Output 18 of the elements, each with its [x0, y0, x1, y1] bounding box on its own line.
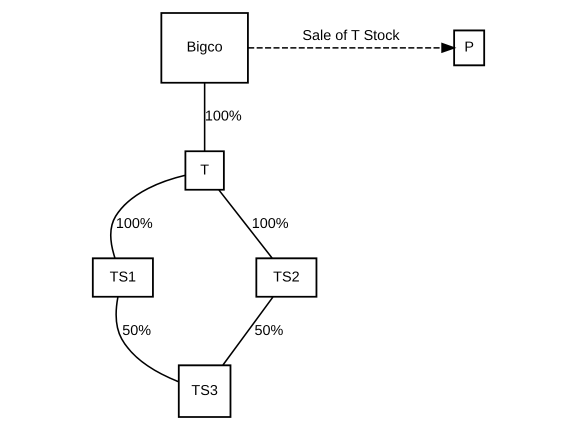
- edge-label: 100%: [252, 216, 289, 232]
- edge-label: 50%: [122, 322, 152, 339]
- node-box: TS1: [92, 257, 154, 298]
- node-box: TS2: [255, 257, 318, 298]
- edge-label: 50%: [254, 322, 284, 339]
- connector: [115, 297, 179, 382]
- connector: [222, 296, 274, 366]
- node-box: T: [184, 150, 225, 191]
- connector: [204, 82, 206, 151]
- arrow: [248, 42, 456, 54]
- edge-label: 100%: [116, 216, 153, 232]
- edge-label: Sale of T Stock: [302, 28, 400, 44]
- connector: [110, 174, 186, 258]
- node-box: P: [453, 30, 486, 66]
- node-box: Bigco: [160, 12, 249, 84]
- connector: [218, 189, 273, 258]
- node-box: TS3: [178, 364, 232, 418]
- edge-label: 100%: [204, 108, 242, 125]
